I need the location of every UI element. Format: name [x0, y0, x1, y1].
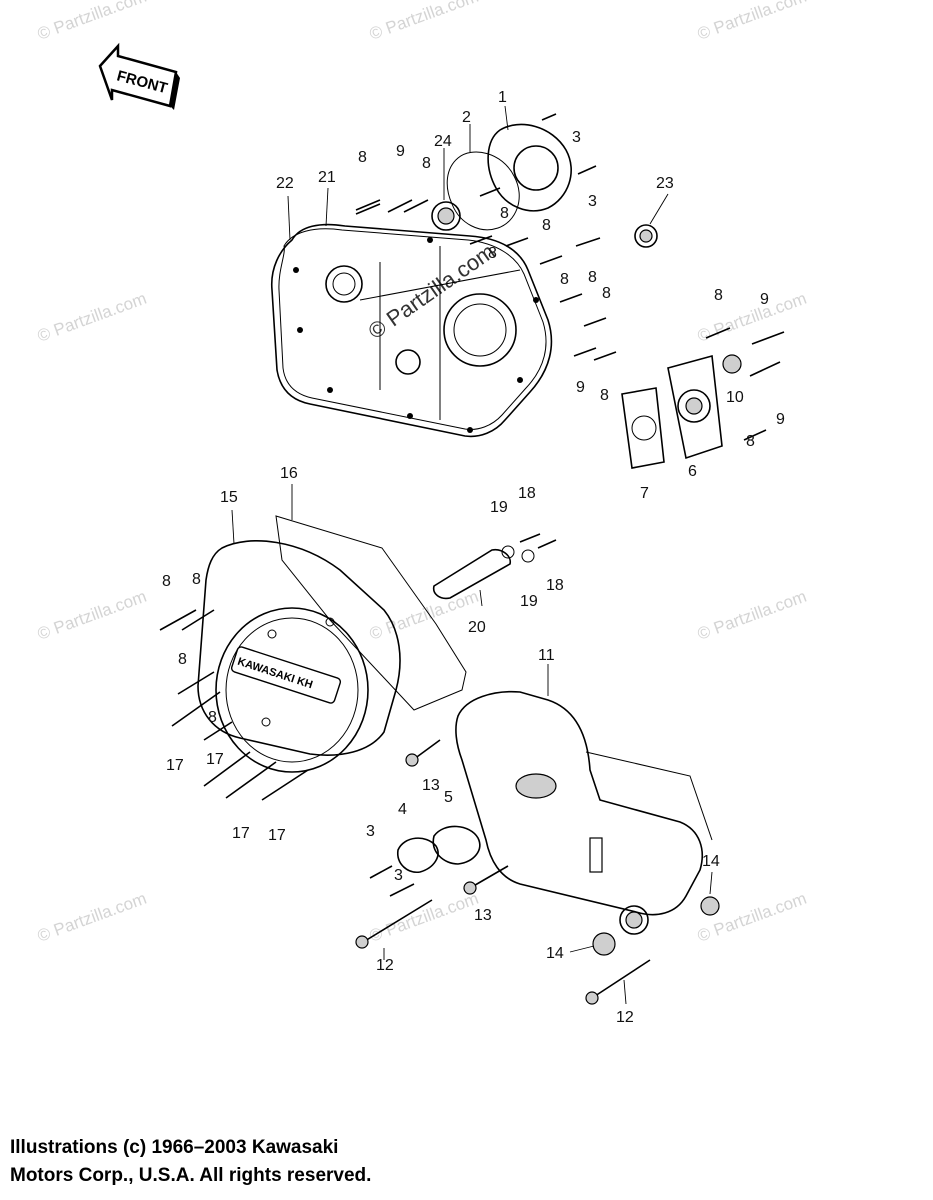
watermark: © Partzilla.com — [367, 587, 481, 644]
callout: 19 — [490, 499, 508, 516]
callout: 21 — [318, 169, 336, 186]
callout: 16 — [280, 465, 298, 482]
callout: 8 — [602, 285, 611, 302]
plate-20 — [432, 533, 557, 600]
callout: 8 — [488, 245, 497, 262]
copyright-line-2: Motors Corp., U.S.A. All rights reserved… — [10, 1165, 372, 1186]
callout: 7 — [640, 485, 649, 502]
callout: 17 — [268, 827, 286, 844]
callout: 3 — [394, 867, 403, 884]
callout: 9 — [396, 143, 405, 160]
callout: 8 — [192, 571, 201, 588]
copyright-notice: Illustrations (c) 1966–2003 Kawasaki Mot… — [10, 1134, 371, 1190]
callout: 8 — [178, 651, 187, 668]
callout: 5 — [444, 789, 453, 806]
cover-plate-6 — [621, 327, 785, 469]
callout: 22 — [276, 175, 294, 192]
copyright-line-1: Illustrations (c) 1966–2003 Kawasaki — [10, 1137, 339, 1158]
callout: 18 — [518, 485, 536, 502]
callout: 8 — [746, 433, 755, 450]
callout: 17 — [166, 757, 184, 774]
watermark: © Partzilla.com — [35, 889, 149, 946]
callout: 9 — [576, 379, 585, 396]
callout: 11 — [538, 647, 555, 664]
callout: 13 — [474, 907, 492, 924]
callout: 1 — [498, 89, 507, 106]
chain-cover-11 — [409, 690, 720, 956]
callout: 13 — [422, 777, 440, 794]
callout: 6 — [688, 463, 697, 480]
callout: 8 — [500, 205, 509, 222]
callout: 20 — [468, 619, 486, 636]
callout: 10 — [726, 389, 744, 406]
callout: 8 — [588, 269, 597, 286]
callout: 23 — [656, 175, 674, 192]
callout: 19 — [520, 593, 538, 610]
watermark: © Partzilla.com — [35, 289, 149, 346]
crankcase-cover-upper — [270, 223, 553, 438]
callout: 8 — [422, 155, 431, 172]
callout: 14 — [546, 945, 564, 962]
callout: 17 — [232, 825, 250, 842]
callout: 15 — [220, 489, 238, 506]
callout: 3 — [588, 193, 597, 210]
callout: 8 — [162, 573, 171, 590]
callouts: 1 2 24 3 3 8 9 8 22 21 8 8 8 23 8 8 8 8 … — [162, 89, 785, 1026]
plates-4-5 — [355, 753, 651, 1005]
callout: 8 — [208, 709, 217, 726]
callout: 8 — [358, 149, 367, 166]
watermark: © Partzilla.com — [367, 0, 481, 44]
leader-lines — [231, 105, 713, 1005]
callout: 17 — [206, 751, 224, 768]
callout: 9 — [776, 411, 785, 428]
watermark: © Partzilla.com — [695, 0, 809, 44]
callout: 14 — [702, 853, 720, 870]
callout: 2 — [462, 109, 471, 126]
watermark: © Partzilla.com — [367, 889, 481, 946]
callout: 12 — [376, 957, 394, 974]
bolts-left — [159, 609, 309, 801]
callout: 8 — [714, 287, 723, 304]
callout: 8 — [542, 217, 551, 234]
bolts-upper — [355, 113, 617, 361]
front-arrow-icon: FRONT — [98, 42, 180, 110]
watermark: © Partzilla.com — [695, 587, 809, 644]
callout: 3 — [572, 129, 581, 146]
callout: 24 — [434, 133, 452, 150]
watermark: © Partzilla.com — [35, 0, 149, 44]
callout: 8 — [560, 271, 569, 288]
watermark: © Partzilla.com — [364, 239, 500, 345]
callout: 4 — [398, 801, 407, 818]
callout: 8 — [600, 387, 609, 404]
generator-cover: KAWASAKI KH — [197, 515, 467, 773]
callout: 3 — [366, 823, 375, 840]
callout: 12 — [616, 1009, 634, 1026]
callout: 18 — [546, 577, 564, 594]
watermark: © Partzilla.com — [695, 289, 809, 346]
watermark: © Partzilla.com — [35, 587, 149, 644]
callout: 9 — [760, 291, 769, 308]
bearing-cap — [431, 123, 658, 248]
